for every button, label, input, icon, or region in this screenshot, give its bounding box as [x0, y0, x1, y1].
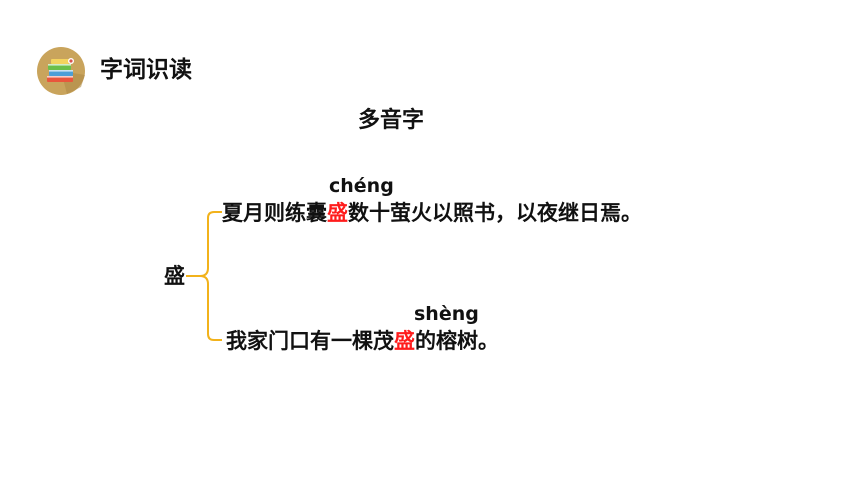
- pinyin-reading-2: shèng: [414, 303, 479, 325]
- sentence-1-after: 数十萤火以照书，以夜继日焉。: [348, 201, 642, 225]
- brace-connector: [186, 211, 222, 341]
- polyphonic-character: 盛: [164, 264, 185, 288]
- pinyin-reading-1: chéng: [329, 175, 394, 197]
- example-sentence-1: 夏月则练囊盛数十萤火以照书，以夜继日焉。: [222, 199, 642, 227]
- sentence-1-before: 夏月则练囊: [222, 201, 327, 225]
- sentence-2-after: 的榕树。: [415, 329, 499, 353]
- example-sentence-2: 我家门口有一棵茂盛的榕树。: [226, 327, 499, 355]
- section-title: 字词识读: [100, 57, 192, 83]
- sentence-2-highlight: 盛: [394, 329, 415, 353]
- sentence-2-before: 我家门口有一棵茂: [226, 329, 394, 353]
- books-icon: [37, 47, 85, 95]
- sentence-1-highlight: 盛: [327, 201, 348, 225]
- subtitle-polyphonic: 多音字: [358, 108, 425, 133]
